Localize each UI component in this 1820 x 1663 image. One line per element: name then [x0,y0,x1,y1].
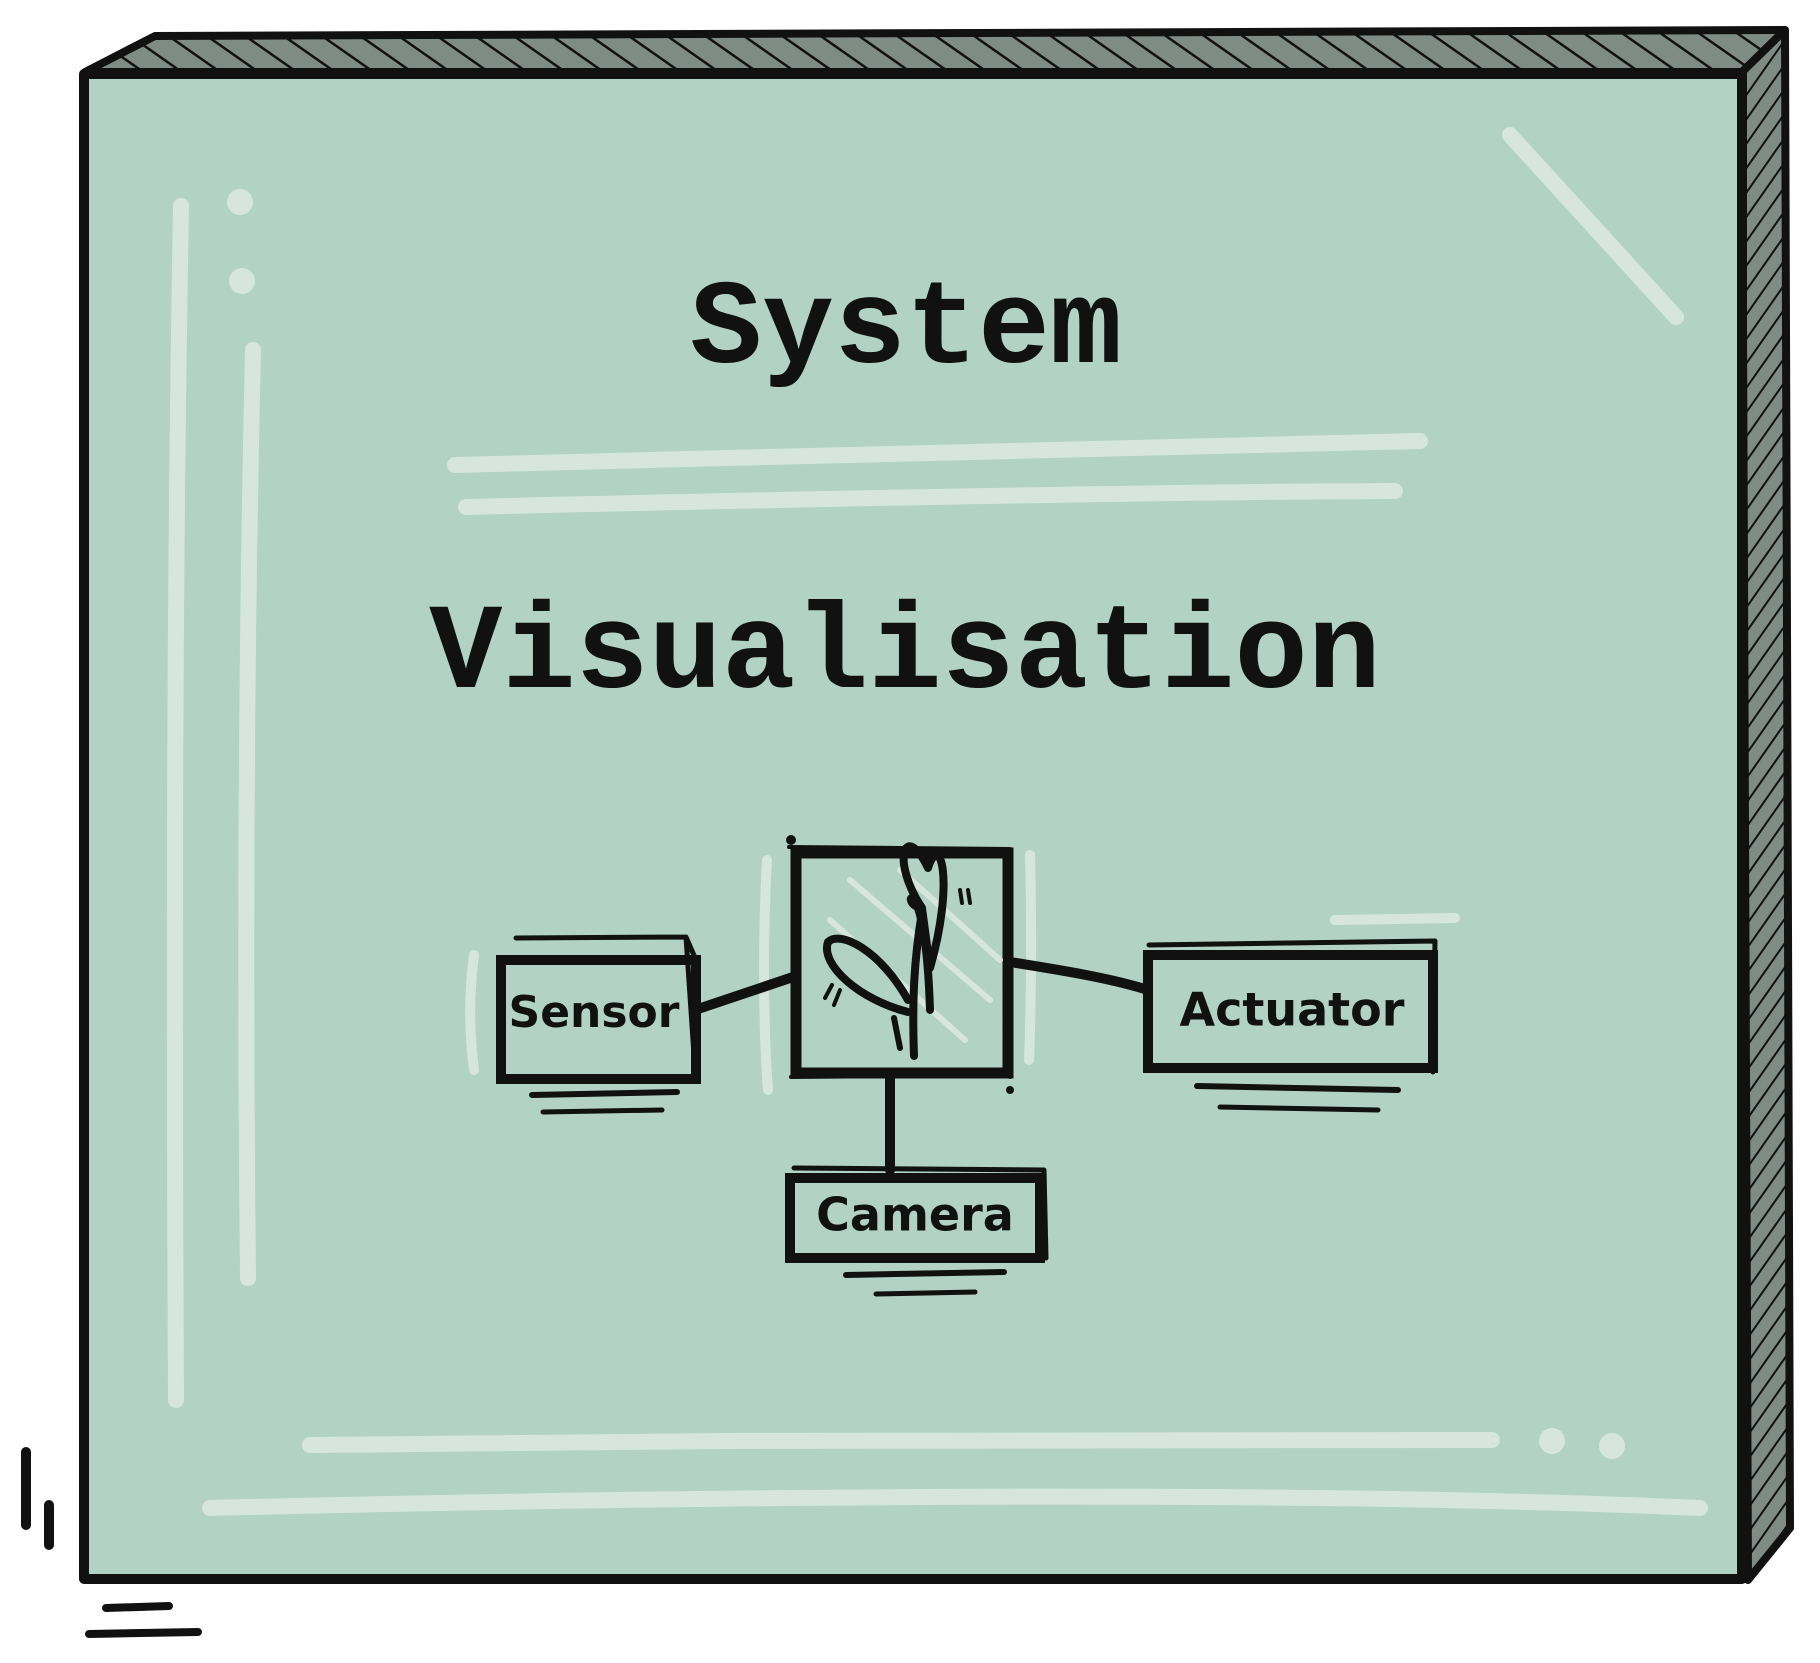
plant-node [786,835,1014,1094]
connectors [690,957,1153,1175]
connector-plant-actuator [1005,957,1153,995]
title-line-2: Visualisation [429,585,1381,724]
card-panel [79,69,1747,1584]
sensor-label: Sensor [509,987,680,1038]
title-line-1: System [690,263,1122,399]
connector-plant-sensor [690,972,798,1015]
camera-node: Camera [785,1165,1049,1297]
card-right-edge [1738,26,1794,1584]
camera-label: Camera [816,1188,1014,1242]
actuator-label: Actuator [1180,983,1405,1037]
card-top-edge [81,26,1789,76]
plant-icon [823,842,972,1060]
decorative-highlights [166,127,1708,1516]
sensor-node: Sensor [496,934,701,1115]
actuator-node: Actuator [1143,938,1438,1113]
ground-marks [21,1447,202,1638]
